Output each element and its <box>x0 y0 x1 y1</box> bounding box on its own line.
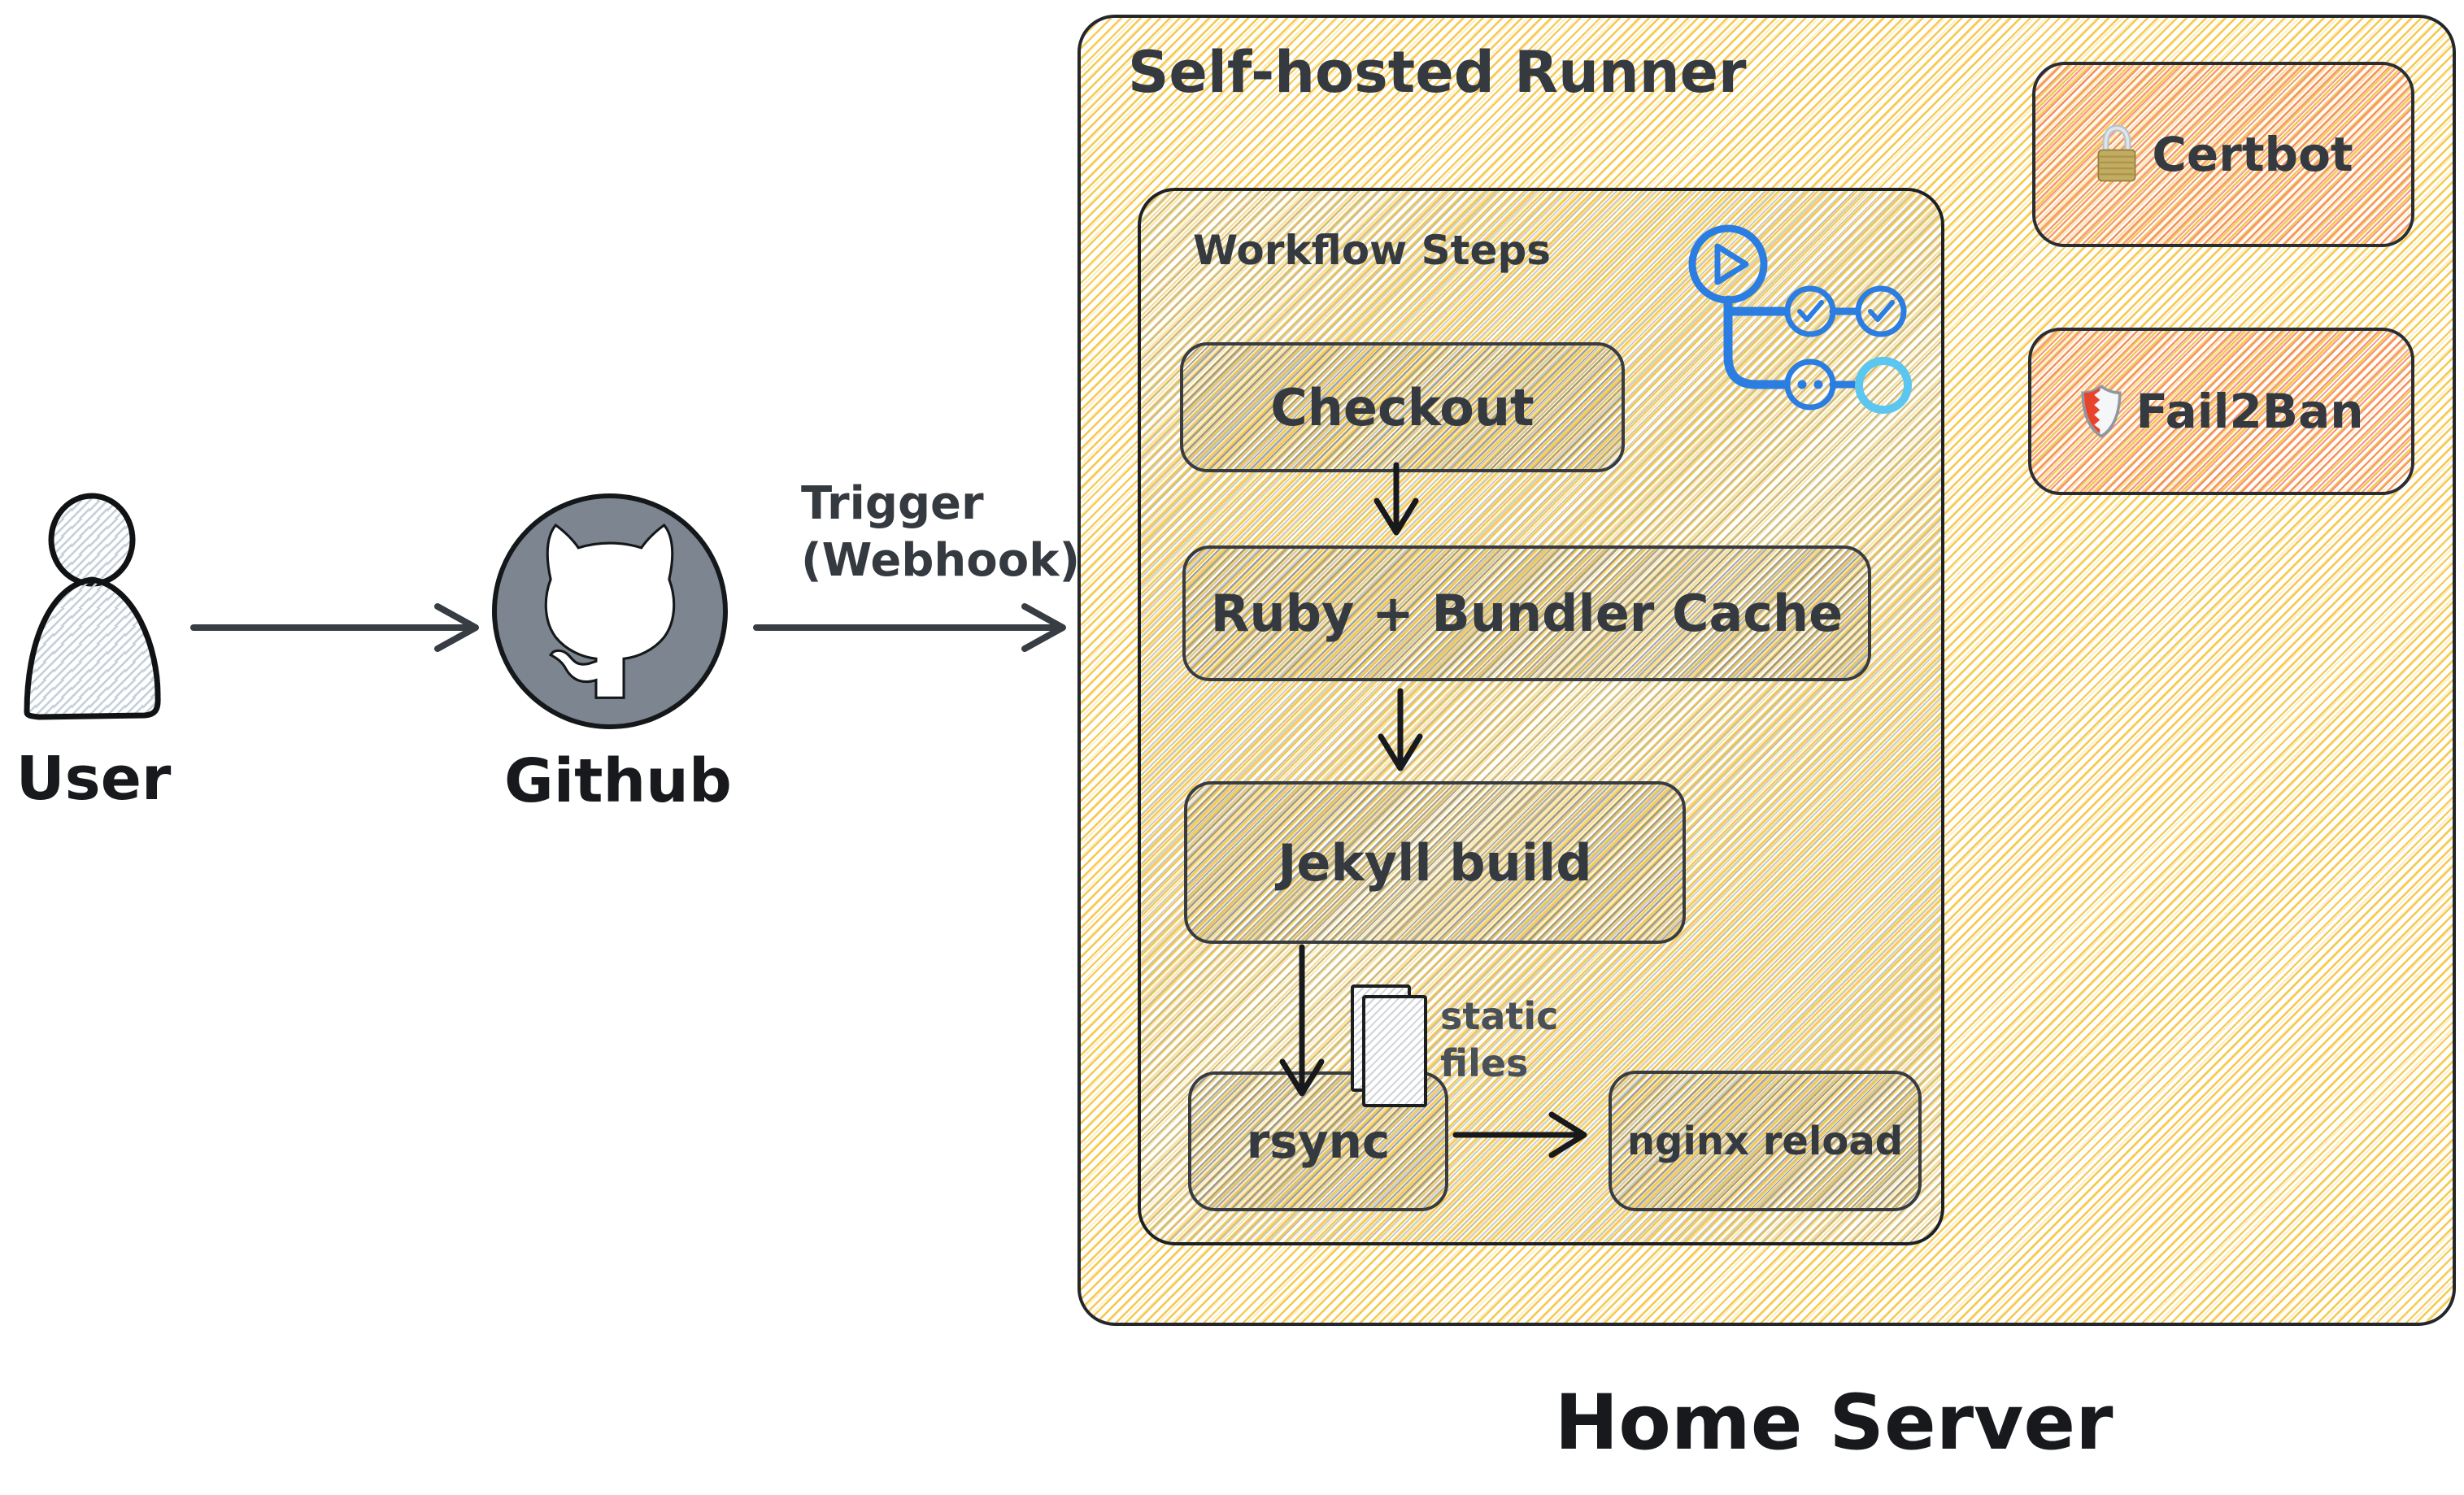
user-icon <box>24 493 161 720</box>
self-hosted-runner-title: Self-hosted Runner <box>1128 39 1747 106</box>
trigger-label-line1: Trigger <box>801 477 984 530</box>
fail2ban-box: Fail2Ban <box>2028 328 2414 495</box>
workflow-steps-box: Workflow Steps Checkout Ruby + Bundler C… <box>1138 188 1944 1245</box>
certbot-label: Certbot <box>2152 127 2353 182</box>
home-server-box: Self-hosted Runner Workflow Steps Checko… <box>1077 15 2456 1326</box>
home-server-label: Home Server <box>1554 1379 2114 1467</box>
certbot-box: Certbot <box>2032 62 2414 247</box>
step-jekyll-build: Jekyll build <box>1184 781 1686 944</box>
lock-icon <box>2093 124 2140 185</box>
arrow-user-to-github <box>190 603 479 652</box>
github-label: Github <box>504 746 732 816</box>
static-files-icon <box>1362 995 1427 1107</box>
static-files-label-line2: files <box>1440 1041 1529 1085</box>
github-icon <box>492 493 728 729</box>
step-nginx-reload: nginx reload <box>1609 1071 1922 1211</box>
trigger-webhook-label: Trigger (Webhook) <box>801 476 1080 589</box>
arrow-trigger-webhook <box>753 603 1066 652</box>
fail2ban-label: Fail2Ban <box>2135 384 2364 439</box>
trigger-label-line2: (Webhook) <box>801 534 1081 587</box>
step-checkout: Checkout <box>1180 342 1625 472</box>
user-label: User <box>15 744 172 814</box>
shield-icon <box>2079 383 2124 440</box>
step-ruby-bundler-cache: Ruby + Bundler Cache <box>1182 545 1871 681</box>
workflow-steps-title: Workflow Steps <box>1193 227 1552 274</box>
static-files-label: static files <box>1440 993 1558 1087</box>
static-files-label-line1: static <box>1440 994 1559 1038</box>
